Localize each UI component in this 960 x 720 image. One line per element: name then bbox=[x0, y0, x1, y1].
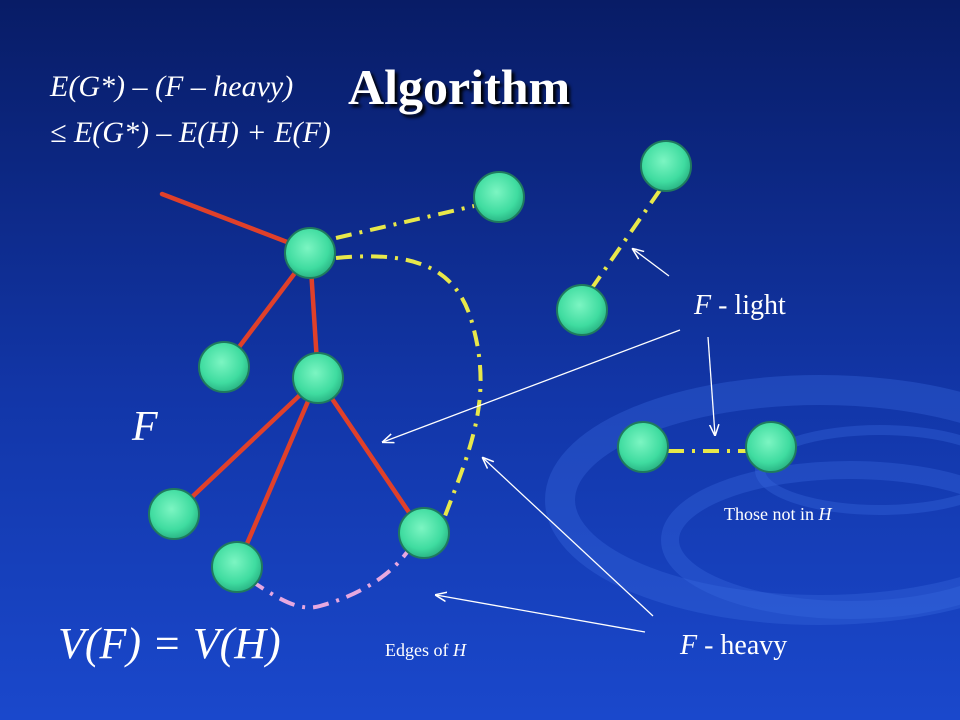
node-topright-lower bbox=[556, 284, 608, 336]
light-edges bbox=[335, 188, 746, 517]
not-in-h-symbol: H bbox=[818, 504, 832, 524]
formula-line-2: ≤ E(G*) – E(H) + E(F) bbox=[50, 116, 331, 149]
forest-edge-center-bottom bbox=[234, 375, 321, 570]
node-left bbox=[198, 341, 250, 393]
forest-edges bbox=[159, 191, 426, 570]
f-heavy-symbol: F bbox=[680, 630, 698, 661]
arrow-flight-to-topright-edge bbox=[633, 249, 670, 277]
annotation-arrows bbox=[383, 249, 715, 633]
arrow-fheavy-to-h-edge bbox=[436, 595, 646, 633]
edges-of-h-text: Edges of bbox=[385, 640, 453, 660]
edges-of-h-symbol: H bbox=[452, 640, 466, 660]
node-top bbox=[473, 171, 525, 223]
f-heavy-text: - heavy bbox=[697, 630, 788, 661]
f-light-symbol: F bbox=[694, 290, 712, 321]
forest-edge-root-stub bbox=[159, 191, 303, 250]
node-pair-left bbox=[617, 421, 669, 473]
nodes bbox=[148, 140, 797, 593]
slide-title: Algorithm bbox=[348, 59, 571, 115]
forest-label: F bbox=[132, 404, 158, 450]
forest-edge-center-bottomleft bbox=[171, 375, 321, 517]
node-pair-right bbox=[745, 421, 797, 473]
f-light-text: - light bbox=[711, 290, 786, 321]
light-edge-root-topnode bbox=[335, 204, 475, 240]
forest-edge-center-bottomright bbox=[315, 375, 426, 536]
edges-of-h-label: Edges of H bbox=[385, 640, 466, 661]
node-topright-upper bbox=[640, 140, 692, 192]
not-in-h-text: Those not in bbox=[724, 504, 819, 524]
node-center bbox=[292, 352, 344, 404]
node-root bbox=[284, 227, 336, 279]
vertex-equation: V(F) = V(H) bbox=[58, 619, 281, 668]
formula-line-1: E(G*) – (F – heavy) bbox=[50, 70, 294, 103]
f-heavy-label: F - heavy bbox=[680, 630, 787, 662]
node-bottomleft bbox=[148, 488, 200, 540]
arrow-flight-to-forest bbox=[383, 329, 681, 442]
arrow-flight-to-bottom-edge bbox=[707, 336, 715, 435]
h-edge bbox=[248, 546, 412, 610]
node-bottom bbox=[211, 541, 263, 593]
f-light-label: F - light bbox=[694, 290, 786, 322]
node-bottomright bbox=[398, 507, 450, 559]
arrow-fheavy-to-curve bbox=[483, 458, 654, 617]
heavy-edge-curve bbox=[335, 254, 483, 517]
light-edge-topright-pair bbox=[590, 188, 662, 290]
not-in-h-label: Those not in H bbox=[724, 504, 832, 525]
